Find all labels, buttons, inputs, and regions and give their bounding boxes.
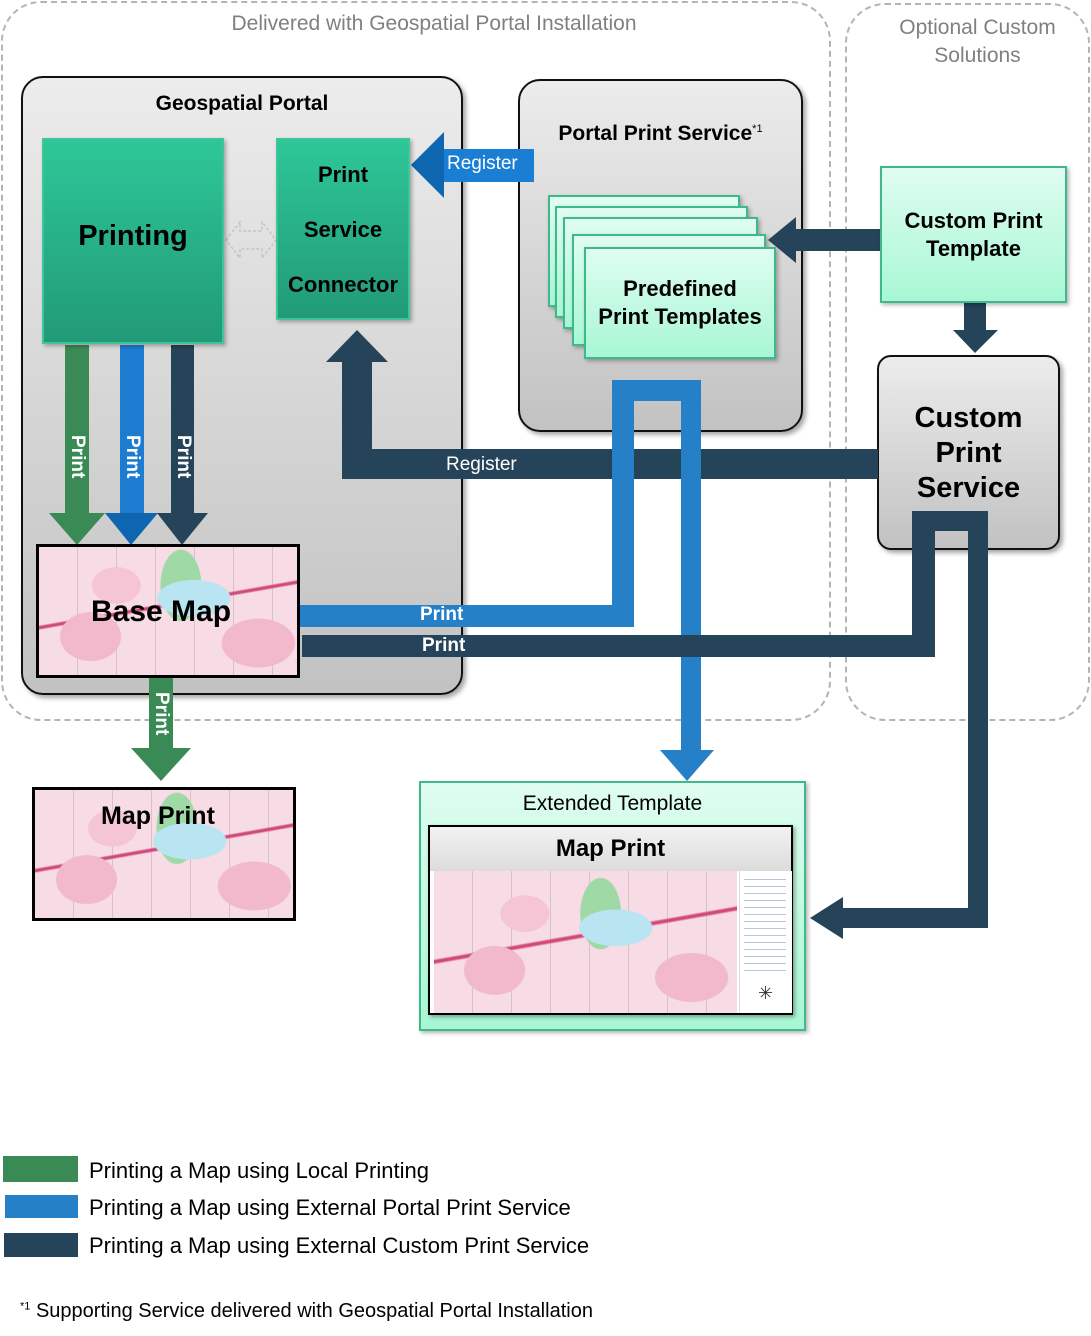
register-navy-label: Register: [446, 454, 517, 475]
legend-label-portal: Printing a Map using External Portal Pri…: [89, 1195, 571, 1220]
extended-map-print-frame: Map Print ✳: [428, 825, 793, 1015]
base-map: Base Map: [36, 544, 300, 678]
legend-label-custom: Printing a Map using External Custom Pri…: [89, 1233, 590, 1258]
optional-zone-title-line1: Optional Custom: [899, 16, 1056, 39]
dashed-double-arrow-icon: [225, 219, 277, 261]
optional-zone-title-line2: Solutions: [934, 44, 1021, 67]
custom-print-template: Custom Print Template: [880, 166, 1067, 303]
print-green-label: Print: [67, 435, 88, 479]
print-navy-arrow-shaft: [171, 345, 194, 513]
base-map-label: Base Map: [91, 595, 232, 628]
register-blue-arrow-shaft: [442, 149, 534, 182]
portal-print-service-title: Portal Print Service*1: [520, 122, 801, 146]
register-blue-arrowhead: [411, 132, 444, 198]
legend-label-local: Printing a Map using Local Printing: [89, 1158, 429, 1183]
footnote-mark: *1: [20, 1300, 31, 1313]
register-navy-path: [326, 330, 878, 479]
print-service-connector: Print Service Connector: [276, 138, 410, 320]
extended-map-image: [434, 871, 737, 1013]
footnote-marker: *1: [752, 123, 763, 135]
print-blue-path: [300, 380, 701, 750]
geospatial-portal-title: Geospatial Portal: [155, 92, 329, 115]
legend-lines: [744, 875, 786, 975]
print-blue-arrowhead: [105, 513, 158, 545]
local-map-print: Map Print: [32, 787, 296, 921]
print-navy-horizontal-label: Print: [422, 635, 466, 656]
optional-zone: [845, 3, 1090, 721]
legend-swatch-local: [3, 1156, 78, 1182]
print-blue-arrow-shaft: [120, 345, 144, 513]
custom-template-arrow-shaft: [795, 229, 882, 251]
print-navy-arrowhead-left: [810, 897, 843, 939]
predefined-templates-line1: Predefined: [623, 276, 737, 301]
print-green-down-label: Print: [151, 692, 172, 736]
register-blue-label: Register: [447, 153, 518, 174]
print-green-down-shaft: [149, 678, 173, 748]
north-arrow-icon: ✳: [758, 983, 774, 1003]
print-green-arrowhead: [49, 513, 105, 545]
print-green-arrow-shaft: [65, 345, 89, 513]
legend-swatch-custom: [4, 1233, 78, 1257]
print-navy-label: Print: [173, 435, 194, 479]
template-to-service-shaft: [964, 302, 986, 332]
print-navy-arrowhead: [157, 513, 208, 545]
custom-print-service-line3: Service: [916, 472, 1021, 504]
extended-map-print-header: Map Print: [430, 827, 791, 871]
connector-line1: Print: [317, 161, 369, 187]
predefined-templates-line2: Print Templates: [598, 304, 762, 329]
footnote-text: Supporting Service delivered with Geospa…: [35, 1300, 593, 1322]
custom-print-service-line2: Print: [935, 437, 1002, 469]
print-blue-label: Print: [122, 435, 143, 479]
custom-template-line1: Custom Print: [904, 207, 1043, 233]
portal-print-service-title-text: Portal Print Service: [558, 122, 753, 145]
delivered-zone-title: Delivered with Geospatial Portal Install…: [231, 12, 637, 35]
custom-print-service-label: Custom Print Service: [879, 401, 1058, 506]
printing-label: Printing: [78, 219, 188, 252]
optional-zone-title: Optional Custom Solutions: [845, 14, 1091, 70]
print-green-down-arrowhead: [131, 748, 191, 781]
delivered-zone: [1, 1, 831, 721]
extended-template-title: Extended Template: [522, 792, 703, 815]
map-legend-panel: ✳: [739, 871, 792, 1013]
custom-template-line2: Template: [926, 235, 1021, 261]
custom-print-service-line1: Custom: [914, 402, 1023, 434]
print-navy-path: [302, 511, 988, 928]
connector-line2: Service: [303, 216, 383, 242]
predefined-print-templates: Predefined Print Templates: [584, 247, 776, 359]
local-map-print-label: Map Print: [101, 802, 215, 830]
extended-map-print-label: Map Print: [555, 835, 666, 862]
connector-line3: Connector: [288, 271, 398, 297]
template-to-service-arrowhead: [953, 330, 998, 353]
print-blue-arrowhead-down: [660, 750, 714, 781]
footnote: *1 Supporting Service delivered with Geo…: [20, 1300, 593, 1323]
custom-template-arrowhead-left: [768, 217, 796, 263]
printing-component: Printing: [42, 138, 224, 344]
print-blue-horizontal-label: Print: [420, 604, 464, 625]
legend-swatch-portal: [5, 1195, 78, 1218]
